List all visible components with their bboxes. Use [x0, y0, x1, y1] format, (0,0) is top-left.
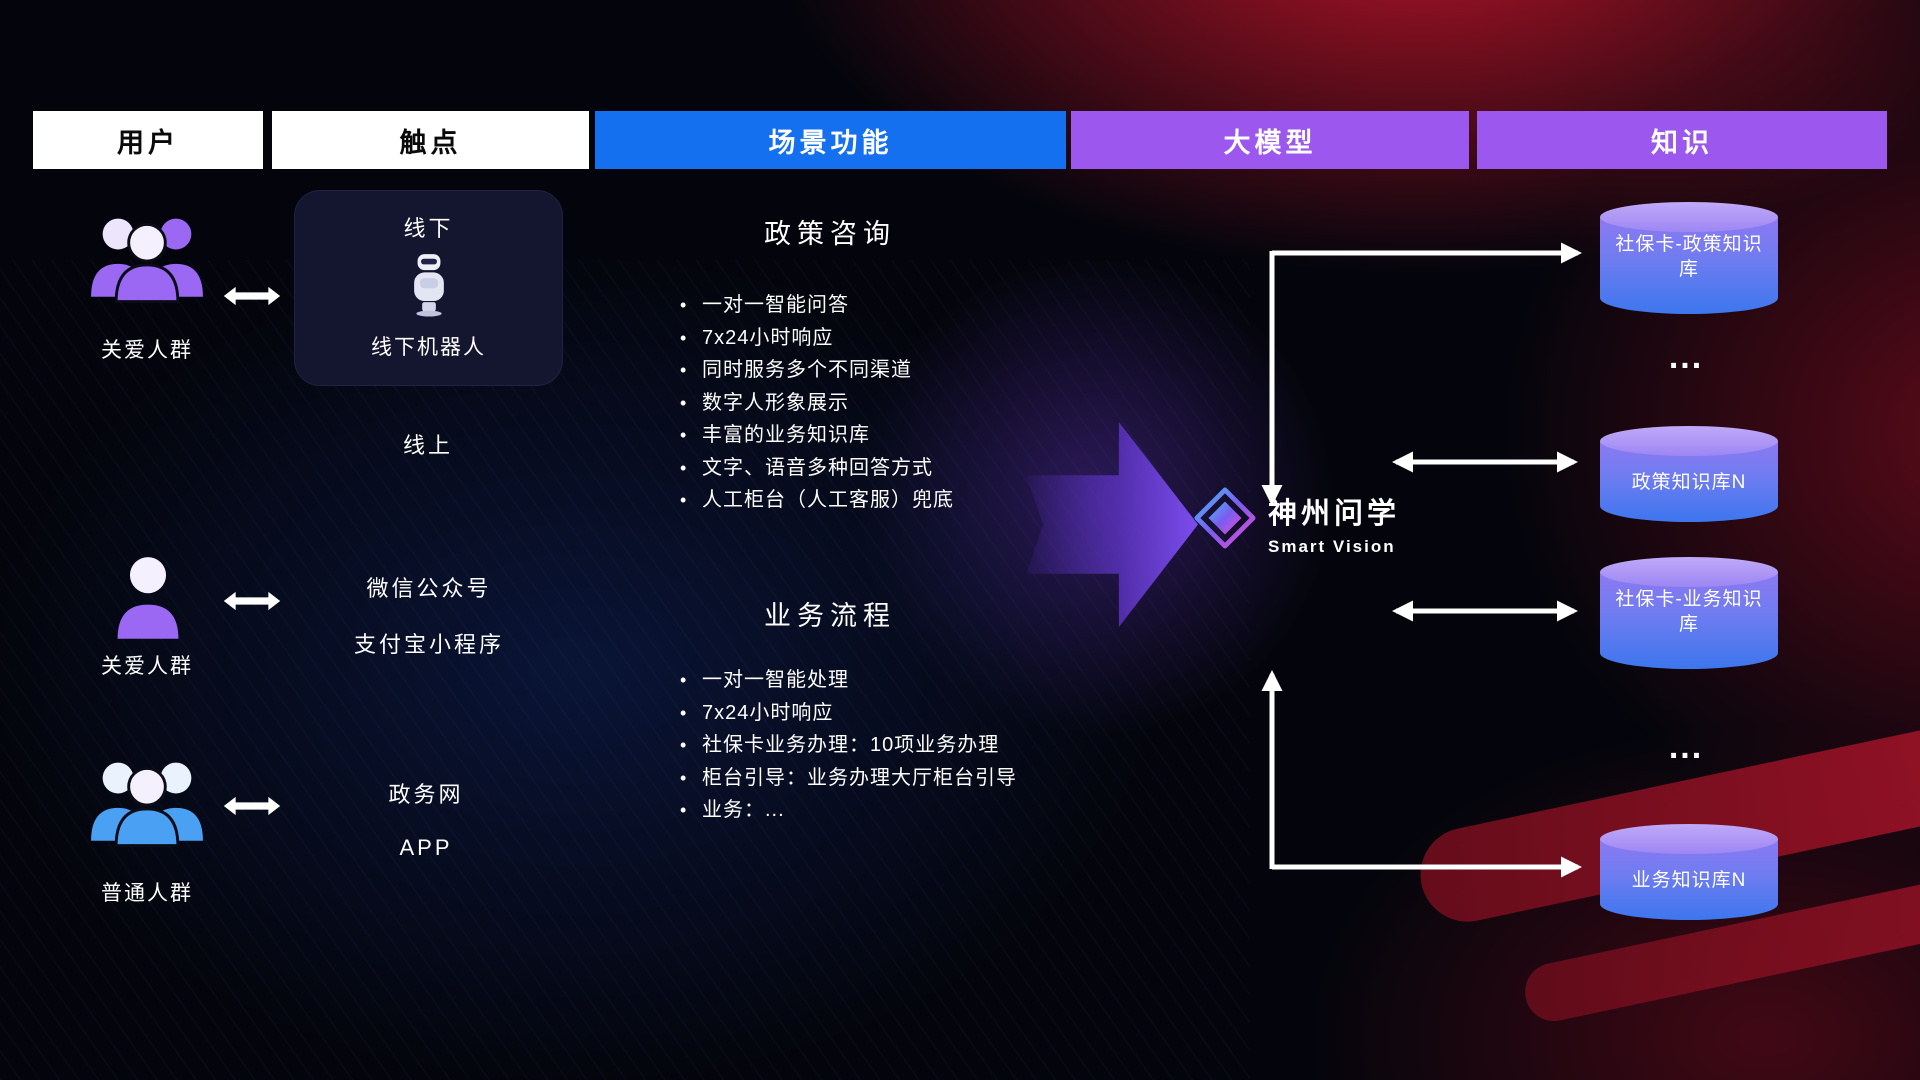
db-label: 社保卡-政策知识库 — [1615, 234, 1763, 280]
offline-touchpoint-card: 线下 线下机器人 — [294, 190, 563, 386]
header-model: 大模型 — [1071, 111, 1469, 169]
brand-diamond-icon — [1194, 487, 1256, 554]
cylinder-cap — [1600, 824, 1778, 854]
user-group-purple-icon — [82, 208, 212, 321]
policy-item: 同时服务多个不同渠道 — [676, 354, 954, 387]
double-arrow-icon — [222, 793, 282, 824]
db-policy-socialcard: 社保卡-政策知识库 — [1600, 202, 1778, 314]
cylinder-cap — [1600, 426, 1778, 456]
business-feature-list: 一对一智能处理 7x24小时响应 社保卡业务办理：10项业务办理 柜台引导：业务… — [676, 664, 1017, 827]
user-group-blue-icon — [82, 752, 212, 865]
offline-title: 线下 — [403, 216, 454, 241]
db-label: 社保卡-业务知识库 — [1615, 589, 1763, 635]
brand-name: 神州问学 — [1268, 498, 1401, 530]
db-policy-n: 政策知识库N — [1600, 426, 1778, 522]
db-label: 政策知识库N — [1631, 472, 1747, 493]
user-single-purple-icon — [110, 550, 186, 649]
double-arrow-icon — [222, 283, 282, 314]
policy-section-title: 政策咨询 — [764, 219, 896, 249]
db-business-n: 业务知识库N — [1600, 824, 1778, 920]
cylinder-cap — [1600, 202, 1778, 232]
header-functions: 场景功能 — [595, 111, 1066, 169]
user-group2-label: 关爱人群 — [101, 655, 193, 678]
business-item: 柜台引导：业务办理大厅柜台引导 — [676, 762, 1017, 795]
wechat-label: 微信公众号 — [366, 576, 492, 601]
alipay-label: 支付宝小程序 — [353, 632, 505, 657]
policy-item: 一对一智能问答 — [676, 289, 954, 322]
policy-item: 7x24小时响应 — [676, 322, 954, 355]
policy-item: 人工柜台（人工客服）兜底 — [676, 484, 954, 517]
double-arrow-icon — [222, 588, 282, 619]
background-diagonal-lines — [0, 260, 1250, 1080]
policy-feature-list: 一对一智能问答 7x24小时响应 同时服务多个不同渠道 数字人形象展示 丰富的业… — [676, 289, 954, 517]
cylinder-cap — [1600, 557, 1778, 587]
business-item: 7x24小时响应 — [676, 697, 1017, 730]
cylinder-body — [1600, 217, 1778, 314]
policy-item: 丰富的业务知识库 — [676, 419, 954, 452]
business-item: 社保卡业务办理：10项业务办理 — [676, 729, 1017, 762]
header-knowledge: 知识 — [1477, 111, 1887, 169]
user-group1-label: 关爱人群 — [101, 339, 193, 362]
online-title: 线上 — [402, 433, 454, 458]
business-section-title: 业务流程 — [764, 601, 896, 631]
policy-item: 文字、语音多种回答方式 — [676, 452, 954, 485]
offline-robot-label: 线下机器人 — [371, 336, 486, 359]
brand-text: 神州问学 Smart Vision — [1268, 490, 1400, 557]
db-label: 业务知识库N — [1631, 870, 1747, 891]
brand-subtitle: Smart Vision — [1268, 537, 1396, 556]
gov-web-label: 政务网 — [388, 782, 464, 807]
app-label: APP — [399, 835, 453, 860]
header-users: 用户 — [33, 111, 263, 169]
header-touchpoints: 触点 — [272, 111, 589, 169]
business-item: 一对一智能处理 — [676, 664, 1017, 697]
ellipsis: ... — [1668, 728, 1704, 766]
robot-icon — [406, 253, 452, 322]
business-item: 业务：... — [676, 794, 1017, 827]
ellipsis: ... — [1668, 338, 1704, 376]
user-group3-label: 普通人群 — [101, 882, 193, 905]
policy-item: 数字人形象展示 — [676, 387, 954, 420]
cylinder-body — [1600, 572, 1778, 669]
db-business-socialcard: 社保卡-业务知识库 — [1600, 557, 1778, 669]
